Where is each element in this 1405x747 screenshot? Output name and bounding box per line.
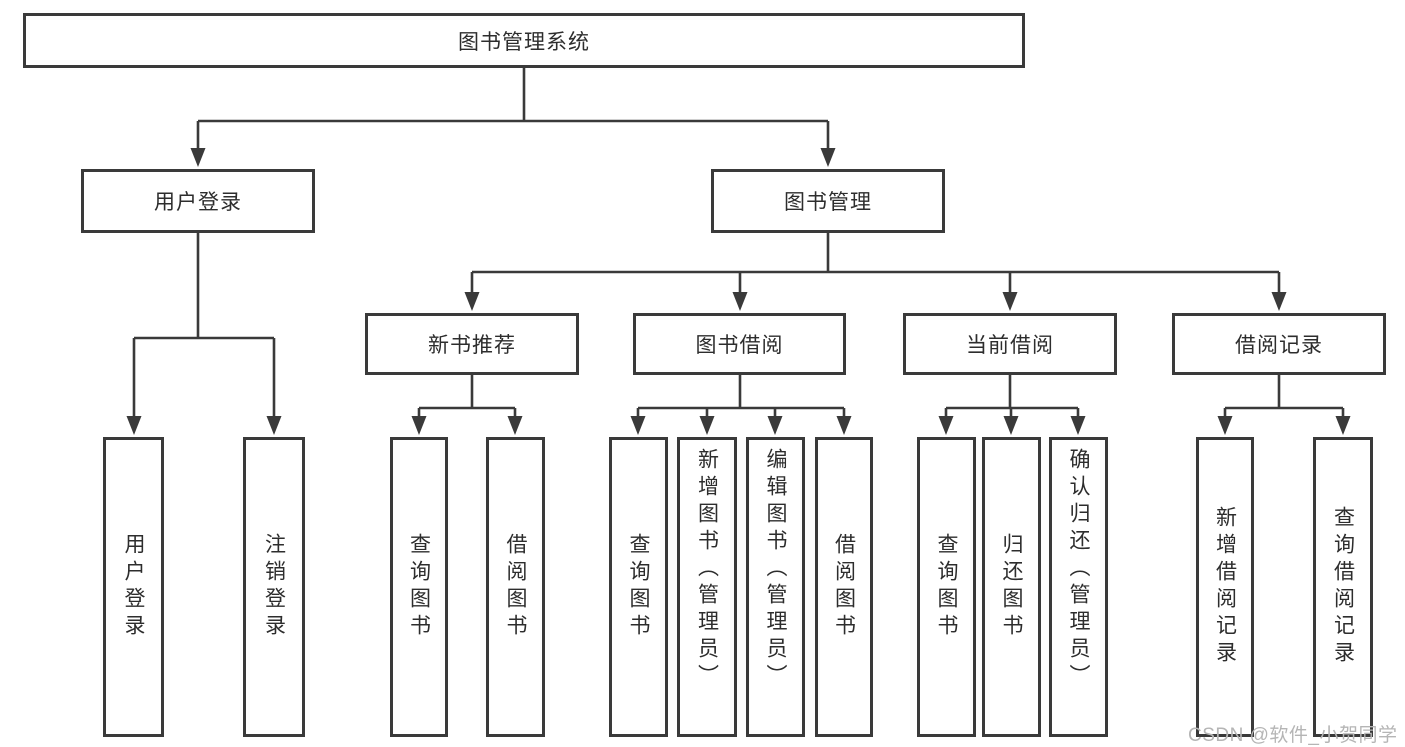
csdn-watermark: CSDN @软件_小贺同学 xyxy=(1188,725,1398,746)
leaf-borrow-book-2: 借阅图书 xyxy=(815,437,873,737)
node-new-book-recommend: 新书推荐 xyxy=(365,313,579,375)
leaf-borrow-book-1: 借阅图书 xyxy=(486,437,545,737)
node-book-management: 图书管理 xyxy=(711,169,945,233)
node-root: 图书管理系统 xyxy=(23,13,1025,68)
leaf-query-book-1: 查询图书 xyxy=(390,437,448,737)
leaf-logout: 注销登录 xyxy=(243,437,305,737)
leaf-add-book-admin: 新增图书（管理员） xyxy=(677,437,737,737)
node-borrow-record: 借阅记录 xyxy=(1172,313,1386,375)
node-current-borrow: 当前借阅 xyxy=(903,313,1117,375)
node-user-login: 用户登录 xyxy=(81,169,315,233)
leaf-edit-book-admin: 编辑图书（管理员） xyxy=(746,437,805,737)
leaf-query-borrow-record: 查询借阅记录 xyxy=(1313,437,1373,737)
leaf-query-book-3: 查询图书 xyxy=(917,437,976,737)
leaf-user-login: 用户登录 xyxy=(103,437,164,737)
node-book-borrow: 图书借阅 xyxy=(633,313,846,375)
leaf-return-book: 归还图书 xyxy=(982,437,1041,737)
leaf-confirm-return-admin: 确认归还（管理员） xyxy=(1049,437,1108,737)
leaf-query-book-2: 查询图书 xyxy=(609,437,668,737)
leaf-add-borrow-record: 新增借阅记录 xyxy=(1196,437,1254,737)
arrowhead-icons xyxy=(126,148,1351,435)
